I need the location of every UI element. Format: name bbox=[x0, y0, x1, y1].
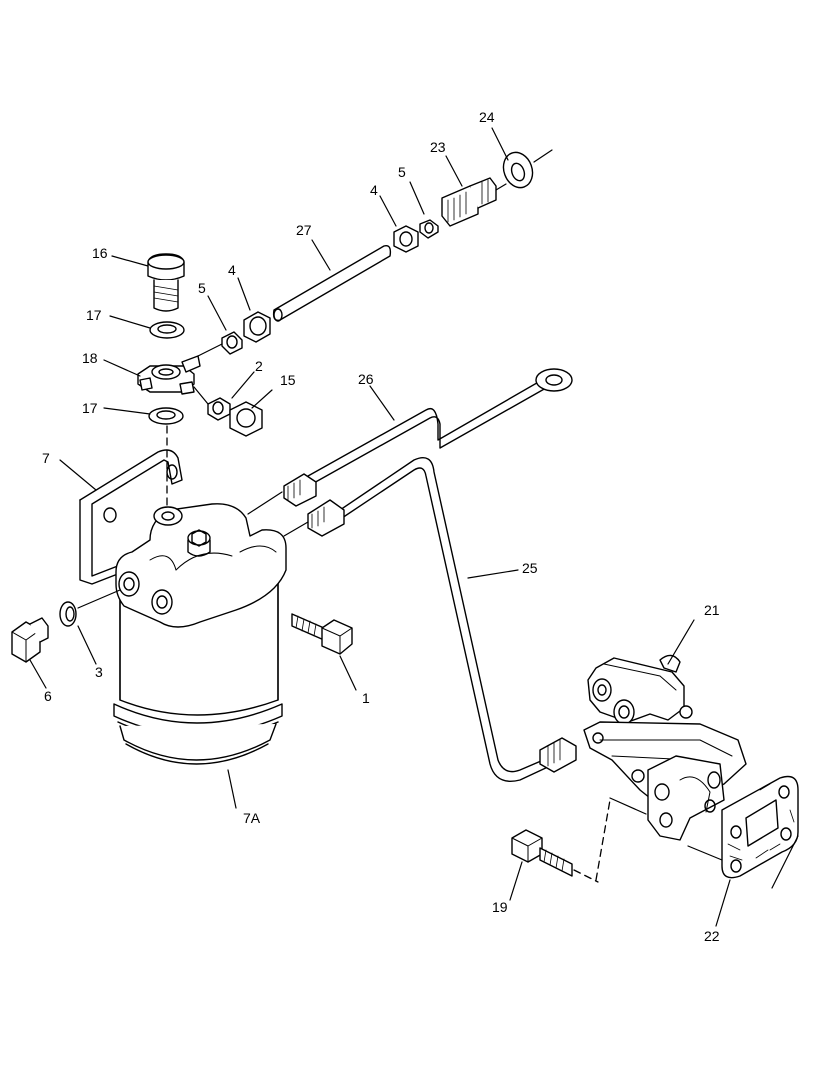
fuel-transfer-pump bbox=[583, 654, 747, 841]
callout-4-left: 4 bbox=[228, 262, 236, 278]
fuel-line-lower bbox=[307, 457, 577, 782]
callout-21: 21 bbox=[704, 602, 720, 618]
drain-plug bbox=[11, 617, 49, 663]
connector bbox=[441, 177, 497, 227]
callout-labels: 1 2 3 4 4 5 5 6 7 7A 15 16 17 17 18 19 2… bbox=[42, 109, 720, 944]
pump-gasket bbox=[721, 775, 799, 879]
callout-5-left: 5 bbox=[198, 280, 206, 296]
callout-5-right: 5 bbox=[398, 164, 406, 180]
callout-23: 23 bbox=[430, 139, 446, 155]
fuel-line-upper bbox=[283, 368, 573, 507]
banjo-bolt bbox=[147, 253, 185, 312]
tube-nut-left bbox=[243, 311, 271, 343]
sleeve-right bbox=[419, 219, 439, 239]
fuel-tube bbox=[272, 245, 392, 322]
callout-17-lower: 17 bbox=[82, 400, 98, 416]
callout-leaders bbox=[29, 127, 731, 927]
callout-17-upper: 17 bbox=[86, 307, 102, 323]
callout-15: 15 bbox=[280, 372, 296, 388]
pump-mounting-bolt bbox=[511, 829, 573, 877]
callout-3: 3 bbox=[95, 664, 103, 680]
callout-18: 18 bbox=[82, 350, 98, 366]
banjo-fitting bbox=[137, 355, 201, 395]
callout-6: 6 bbox=[44, 688, 52, 704]
sealing-washer bbox=[59, 601, 77, 627]
callout-27: 27 bbox=[296, 222, 312, 238]
callout-2: 2 bbox=[255, 358, 263, 374]
filter-mounting-bracket bbox=[79, 449, 183, 585]
callout-16: 16 bbox=[92, 245, 108, 261]
callout-24: 24 bbox=[479, 109, 495, 125]
mounting-bolt bbox=[291, 613, 353, 655]
sleeve-small bbox=[207, 397, 231, 421]
filter-head bbox=[115, 503, 287, 628]
callout-4-right: 4 bbox=[370, 182, 378, 198]
callout-26: 26 bbox=[358, 371, 374, 387]
sleeve-left bbox=[221, 331, 243, 355]
banjo-washer-upper bbox=[149, 321, 185, 339]
gasket-washer bbox=[502, 151, 534, 189]
callout-7a: 7A bbox=[243, 810, 261, 826]
callout-1: 1 bbox=[362, 690, 370, 706]
cap-nut bbox=[229, 401, 263, 437]
callout-22: 22 bbox=[704, 928, 720, 944]
callout-7: 7 bbox=[42, 450, 50, 466]
callout-19: 19 bbox=[492, 899, 508, 915]
callout-25: 25 bbox=[522, 560, 538, 576]
banjo-washer-lower bbox=[148, 407, 184, 425]
tube-nut-right bbox=[393, 225, 419, 253]
